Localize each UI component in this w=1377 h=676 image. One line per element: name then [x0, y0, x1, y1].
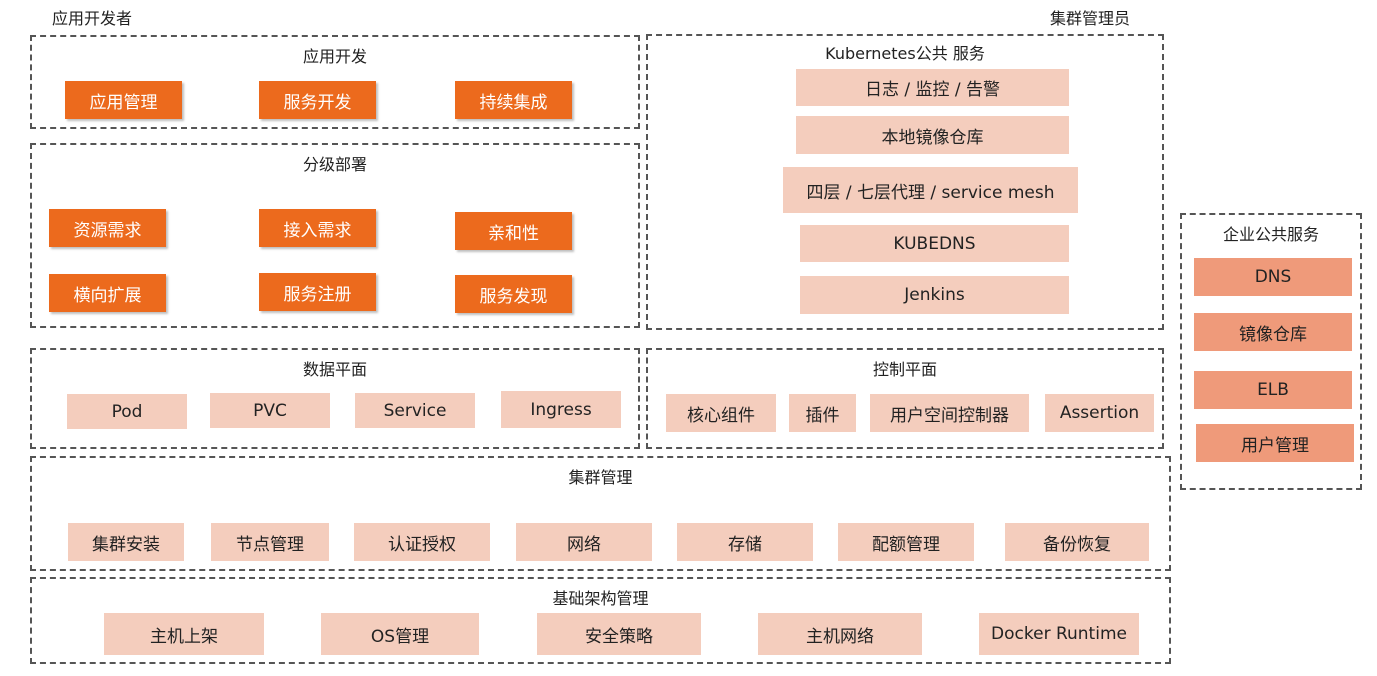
enterprise-services-panel: 企业公共服务: [1180, 213, 1362, 490]
cluster-item-quota-management: 配额管理: [838, 523, 974, 561]
infra-item-docker-runtime: Docker Runtime: [979, 613, 1139, 655]
app-dev-item-service-development: 服务开发: [259, 81, 376, 119]
infra-item-host-racking: 主机上架: [104, 613, 264, 655]
k8s-item-kubedns: KUBEDNS: [800, 225, 1069, 262]
control-plane-item-assertion: Assertion: [1045, 394, 1154, 432]
deploy-title: 分级部署: [302, 155, 367, 174]
enterprise-item-elb: ELB: [1194, 371, 1352, 409]
enterprise-item-dns: DNS: [1194, 258, 1352, 296]
app-dev-panel: 应用开发: [30, 35, 640, 129]
deploy-item-access-requirement: 接入需求: [259, 209, 376, 247]
deploy-item-affinity: 亲和性: [455, 212, 572, 250]
control-plane-title: 控制平面: [872, 360, 937, 379]
control-plane-panel: 控制平面: [646, 348, 1164, 449]
cluster-item-auth: 认证授权: [354, 523, 490, 561]
data-plane-item-service: Service: [355, 393, 475, 428]
cluster-item-cluster-install: 集群安装: [68, 523, 184, 561]
cluster-item-backup-restore: 备份恢复: [1005, 523, 1149, 561]
cluster-management-title: 集群管理: [568, 468, 633, 487]
k8s-item-local-image-registry: 本地镜像仓库: [796, 116, 1069, 154]
app-dev-item-app-management: 应用管理: [65, 81, 182, 119]
cluster-item-node-management: 节点管理: [211, 523, 329, 561]
infra-item-host-network: 主机网络: [758, 613, 922, 655]
control-plane-item-core-components: 核心组件: [666, 394, 776, 432]
infra-management-panel: 基础架构管理: [30, 577, 1171, 664]
infra-item-security-policy: 安全策略: [537, 613, 701, 655]
cluster-management-panel: 集群管理: [30, 456, 1171, 571]
k8s-services-panel: Kubernetes公共 服务: [646, 34, 1164, 330]
data-plane-panel: 数据平面: [30, 348, 640, 449]
control-plane-item-userspace-controller: 用户空间控制器: [870, 394, 1029, 432]
app-dev-title: 应用开发: [302, 47, 367, 66]
role-cluster-admin: 集群管理员: [1050, 9, 1131, 28]
enterprise-item-image-registry: 镜像仓库: [1194, 313, 1352, 351]
k8s-item-jenkins: Jenkins: [800, 276, 1069, 314]
data-plane-item-pod: Pod: [67, 394, 187, 429]
enterprise-item-user-management: 用户管理: [1196, 424, 1354, 462]
data-plane-item-pvc: PVC: [210, 393, 330, 428]
deploy-panel: 分级部署: [30, 143, 640, 328]
control-plane-item-plugins: 插件: [789, 394, 856, 432]
data-plane-title: 数据平面: [302, 360, 367, 379]
k8s-item-logging-monitoring-alerting: 日志 / 监控 / 告警: [796, 69, 1069, 106]
infra-management-title: 基础架构管理: [552, 589, 649, 608]
infra-item-os-management: OS管理: [321, 613, 479, 655]
deploy-item-resource-requirement: 资源需求: [49, 209, 166, 247]
deploy-item-service-registration: 服务注册: [259, 273, 376, 311]
role-app-developer: 应用开发者: [52, 9, 133, 28]
deploy-item-horizontal-scaling: 横向扩展: [49, 274, 166, 312]
k8s-services-title: Kubernetes公共 服务: [825, 44, 985, 63]
deploy-item-service-discovery: 服务发现: [455, 275, 572, 313]
cluster-item-network: 网络: [516, 523, 652, 561]
enterprise-services-title: 企业公共服务: [1222, 225, 1319, 244]
cluster-item-storage: 存储: [677, 523, 813, 561]
app-dev-item-continuous-integration: 持续集成: [455, 81, 572, 119]
data-plane-item-ingress: Ingress: [501, 391, 621, 428]
k8s-item-l4-l7-proxy-service-mesh: 四层 / 七层代理 / service mesh: [783, 167, 1078, 213]
